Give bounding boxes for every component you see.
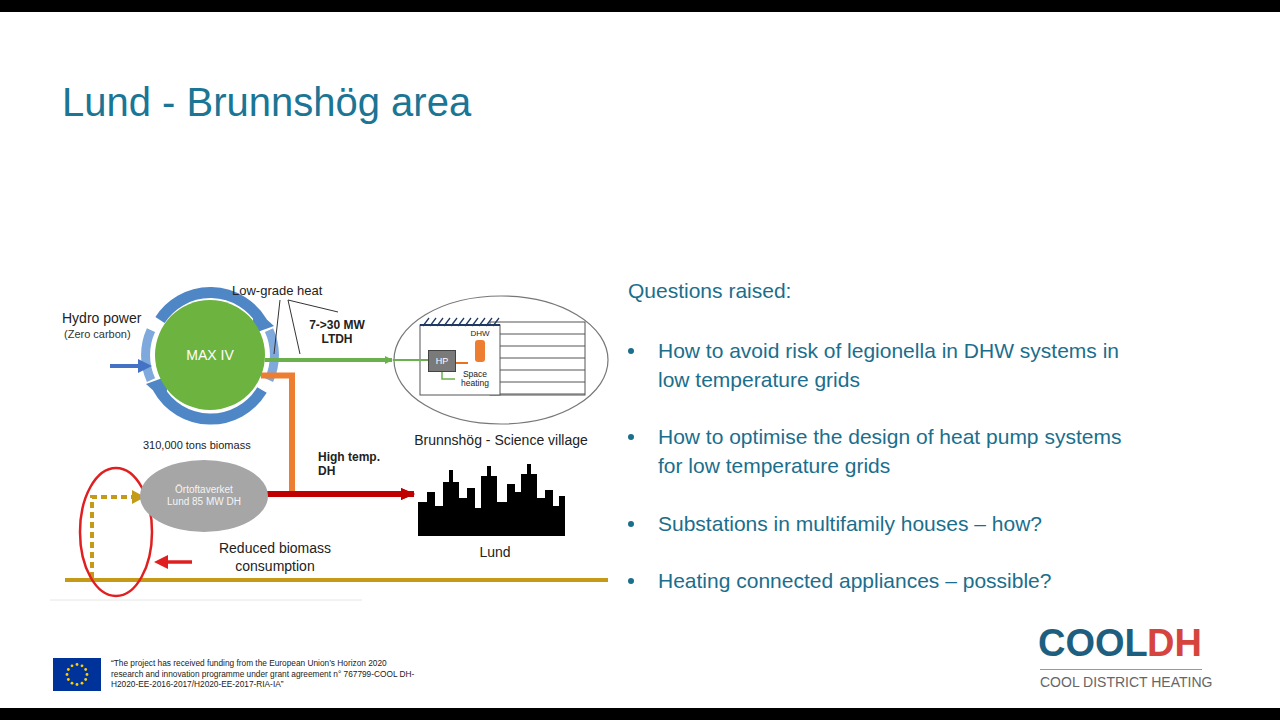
leader-line — [288, 300, 338, 312]
eu-star — [66, 673, 69, 676]
biomass-label: 310,000 tons biomass — [143, 439, 251, 451]
roof-line — [420, 324, 500, 326]
eu-star — [71, 682, 74, 685]
dhw-heater — [475, 340, 485, 362]
node-label: DHW — [466, 329, 494, 338]
eu-stars — [66, 663, 89, 686]
pipe — [456, 362, 468, 364]
leader-line — [288, 300, 300, 354]
district-oval: Brunnshög - Science village HP DHW — [393, 295, 609, 455]
floor-line — [490, 382, 585, 383]
oval-outline — [394, 296, 608, 424]
connector — [265, 360, 392, 361]
eu-star — [84, 678, 87, 681]
hydro-arrow — [110, 364, 140, 368]
bullet-dot — [628, 348, 634, 354]
node-label: Lund — [415, 544, 575, 560]
floor-line — [490, 346, 585, 347]
plant-ellipse: Örtoftaverket Lund 85 MW DH — [140, 460, 268, 532]
logo-word: DH — [1147, 622, 1202, 665]
eu-star — [71, 664, 74, 667]
eu-star — [86, 673, 89, 676]
hydro-arrowhead — [138, 359, 152, 373]
heat-label: Low-grade heat — [232, 283, 322, 298]
node-label: Brunnshög - Science village — [393, 432, 609, 448]
slide-title: Lund - Brunnshög area — [62, 80, 471, 125]
reduction-arrowhead — [154, 555, 168, 569]
questions-heading: Questions raised: — [628, 279, 791, 303]
pipe — [393, 359, 428, 361]
dh-pipe — [267, 491, 414, 497]
reduction-label: Reduced biomass consumption — [205, 539, 345, 575]
cycle-arrow — [269, 330, 274, 380]
facility-circle: MAX IV — [155, 300, 265, 410]
bottom-bar — [0, 708, 1280, 720]
source-label: Hydro power — [62, 310, 141, 326]
back-building — [490, 322, 585, 395]
eu-star — [81, 664, 84, 667]
floor-line — [490, 334, 585, 335]
skyline-drawing — [415, 462, 575, 540]
cycle-arrow — [146, 330, 151, 380]
logo-rule — [1040, 669, 1202, 670]
edge-label: 7->30 MW LTDH — [300, 318, 374, 346]
eu-flag — [53, 658, 101, 691]
eu-star — [76, 683, 79, 686]
question-item: Heating connected appliances – possible? — [658, 566, 1148, 595]
top-bar — [0, 0, 1280, 12]
source-note: (Zero carbon) — [64, 328, 131, 340]
eu-star — [76, 663, 79, 666]
logo-tagline: COOL DISTRICT HEATING — [1040, 674, 1212, 690]
dhw-tank: DHW — [466, 329, 494, 373]
space-heating-label: Space heating — [456, 370, 494, 388]
logo-word: COOL — [1038, 622, 1148, 665]
bullet-dot — [628, 521, 634, 527]
pipe — [442, 372, 455, 379]
biomass-line — [65, 578, 608, 582]
eu-star — [67, 678, 70, 681]
node-label: Örtoftaverket Lund 85 MW DH — [164, 484, 244, 508]
node-label: HP — [436, 356, 449, 366]
district-outline — [393, 295, 609, 427]
question-item: How to avoid risk of legionella in DHW s… — [658, 336, 1148, 394]
bullet-dot — [628, 578, 634, 584]
eu-star — [84, 668, 87, 671]
funding-note: “The project has received funding from t… — [111, 658, 421, 690]
connector — [267, 494, 414, 495]
skyline — [418, 464, 565, 536]
question-item: Substations in multifamily houses – how? — [658, 509, 1148, 538]
floor-line — [490, 394, 585, 395]
edge-label: High temp. DH — [316, 450, 392, 478]
heat-pump-box: HP — [428, 350, 456, 372]
frame-line — [50, 600, 362, 601]
city-skyline: Lund — [415, 462, 575, 567]
biomass-dotted-arrow — [92, 497, 132, 578]
connector — [261, 376, 414, 494]
leader-line — [274, 300, 280, 354]
ltdh-pipe — [265, 358, 392, 362]
question-item: How to optimise the design of heat pump … — [658, 422, 1148, 480]
front-building — [420, 325, 500, 395]
reduction-arrow — [166, 560, 192, 564]
node-label: MAX IV — [186, 347, 233, 363]
floor-line — [490, 358, 585, 359]
bullet-dot — [628, 434, 634, 440]
floor-line — [490, 370, 585, 371]
eu-star — [67, 668, 70, 671]
eu-star — [81, 682, 84, 685]
orange-pipe — [261, 376, 292, 494]
